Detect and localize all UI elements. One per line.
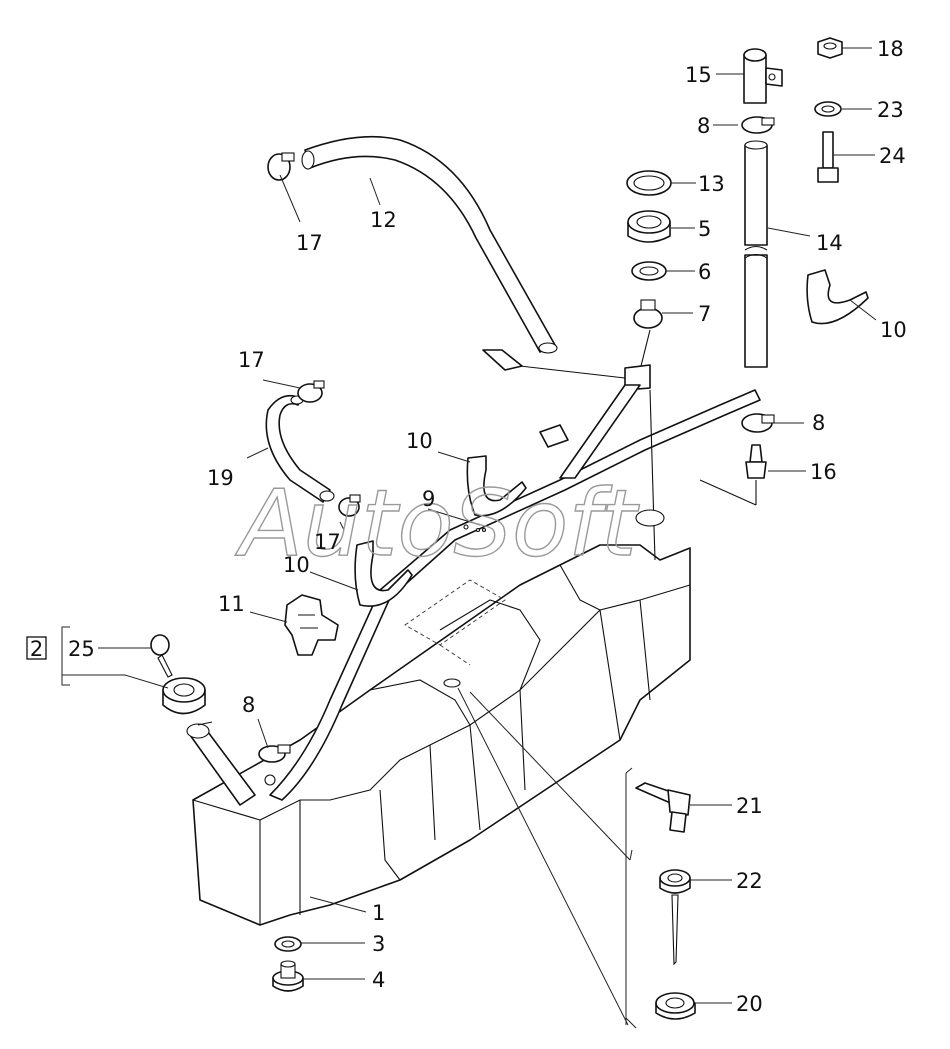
- callout-6: 6: [698, 260, 711, 284]
- callout-10-left: 10: [283, 553, 310, 577]
- strap-10-right: [806, 269, 869, 325]
- callout-8-bottom: 8: [242, 693, 255, 717]
- group-box-2: 2: [26, 636, 47, 661]
- pipe-15: [743, 48, 783, 104]
- callout-4: 4: [372, 968, 385, 992]
- drain-plug-4: [272, 960, 304, 992]
- callout-10-center: 10: [406, 429, 433, 453]
- key-25: [150, 634, 173, 678]
- callout-16: 16: [810, 460, 837, 484]
- washer-23: [814, 101, 842, 117]
- hose-19: [265, 394, 335, 503]
- callout-22: 22: [736, 869, 763, 893]
- callout-24: 24: [879, 144, 906, 168]
- callout-23: 23: [877, 98, 904, 122]
- sensor-22: [659, 869, 691, 966]
- callout-17-top: 17: [296, 231, 323, 255]
- clamp-17-upper: [297, 380, 325, 403]
- callout-17-lower: 17: [314, 530, 341, 554]
- bracket-11: [284, 594, 339, 656]
- bolt-24: [817, 131, 839, 183]
- breather-tube: [269, 389, 761, 801]
- callout-13: 13: [698, 172, 725, 196]
- callout-1: 1: [372, 901, 385, 925]
- callout-25: 25: [68, 637, 95, 661]
- callout-8-mid: 8: [812, 411, 825, 435]
- strap-10-left: [354, 540, 413, 607]
- callout-3: 3: [372, 932, 385, 956]
- callout-20: 20: [736, 992, 763, 1016]
- callout-11: 11: [218, 592, 245, 616]
- callout-5: 5: [698, 217, 711, 241]
- lock-ring-5: [627, 210, 671, 243]
- callout-14: 14: [816, 231, 843, 255]
- callout-15: 15: [685, 63, 712, 87]
- hose-12: [301, 135, 558, 354]
- callout-10-right: 10: [880, 318, 907, 342]
- clamp-8-bottom: [258, 744, 291, 786]
- callout-9: 9: [422, 487, 435, 511]
- callout-7: 7: [698, 302, 711, 326]
- callout-labels: 1 3 4 5 6 7 8 8 8 9 10 10 10 11 12 13 14…: [68, 37, 907, 1016]
- elbow-21: [635, 782, 691, 833]
- clamp-17-lower: [338, 494, 361, 517]
- fuel-tank: [192, 544, 691, 926]
- callout-8-top: 8: [697, 114, 710, 138]
- nut-18: [817, 37, 843, 59]
- clamp-8-mid: [741, 413, 775, 433]
- ring-13: [626, 170, 672, 196]
- strap-10-center: [466, 455, 527, 517]
- fuel-sender-unit: [482, 299, 665, 561]
- leader-lines: [61, 47, 877, 1029]
- part-9: [463, 524, 487, 533]
- grommet-20: [655, 992, 696, 1020]
- pipe-14: [744, 140, 768, 368]
- callout-19: 19: [207, 466, 234, 490]
- washer-3: [274, 936, 302, 952]
- filler-neck: [186, 721, 256, 806]
- callout-21: 21: [736, 794, 763, 818]
- group-box-label: 2: [30, 637, 43, 661]
- watermark-text: AutoSoft: [235, 470, 640, 577]
- clamp-8-top: [741, 116, 775, 134]
- callout-17-upper: 17: [238, 348, 265, 372]
- clamp-17-top: [267, 152, 295, 181]
- gasket-6: [631, 261, 667, 281]
- connector-16: [699, 444, 767, 506]
- callout-18: 18: [877, 37, 904, 61]
- fuel-cap-25: [162, 677, 206, 715]
- callout-12: 12: [370, 208, 397, 232]
